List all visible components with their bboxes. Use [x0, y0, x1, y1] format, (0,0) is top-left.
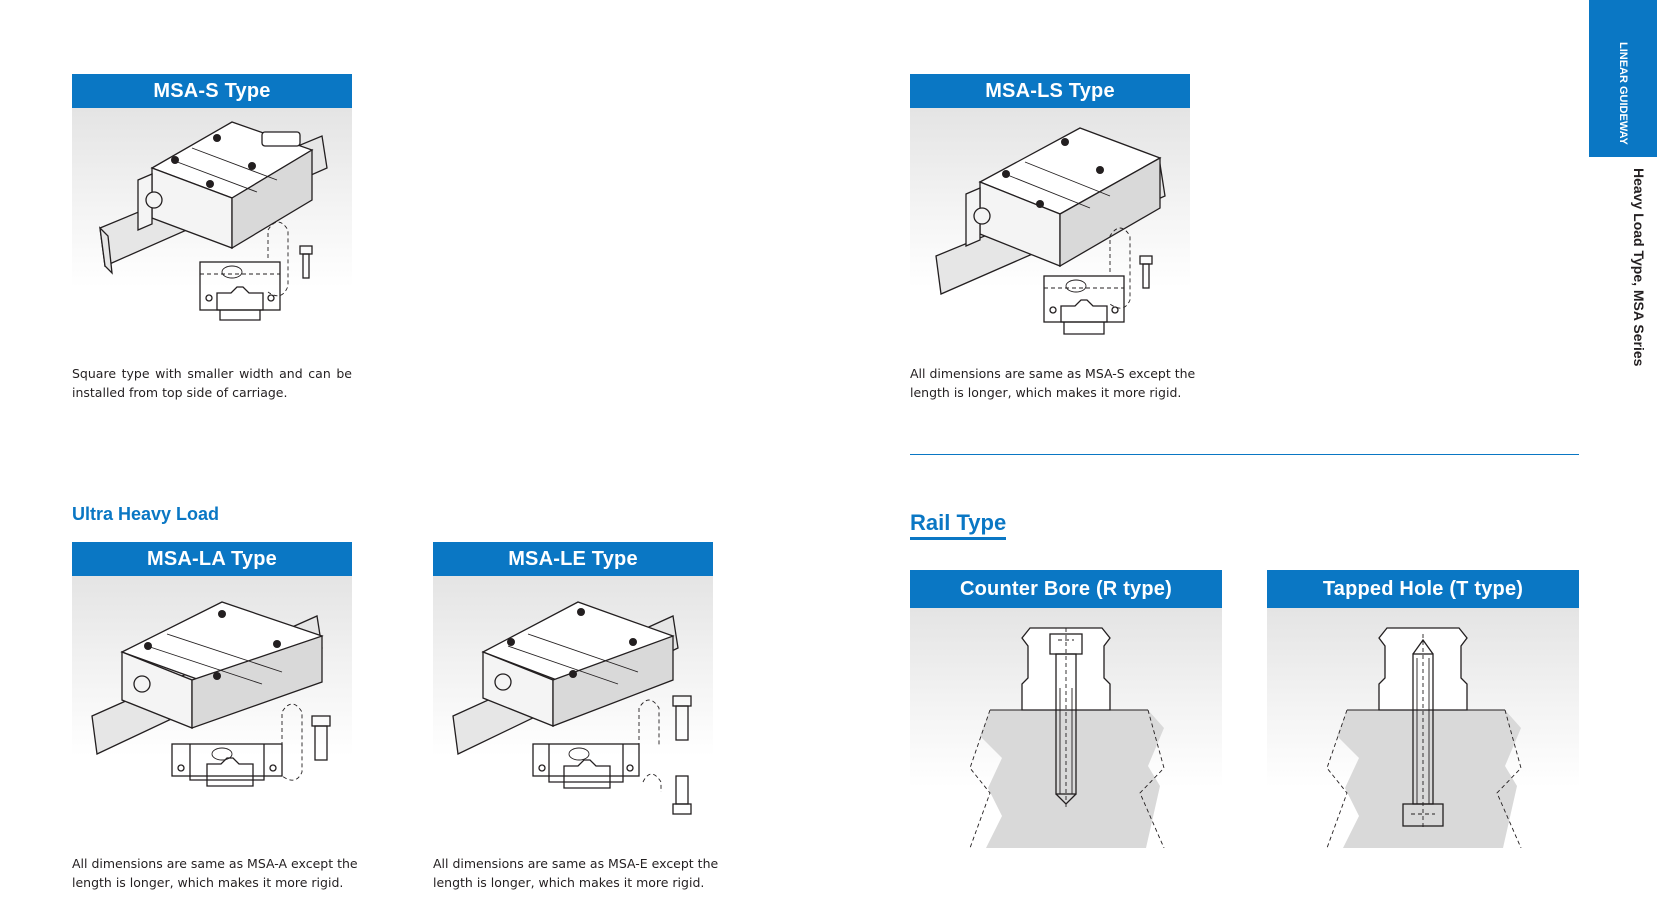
card-title-counter-bore: Counter Bore (R type)	[910, 570, 1222, 608]
rail-illustration-tapped-hole	[1267, 608, 1579, 848]
card-title-msa-le: MSA-LE Type	[433, 542, 713, 576]
card-title-msa-s: MSA-S Type	[72, 74, 352, 108]
side-category-label: LINEAR GUIDEWAY	[1617, 42, 1629, 145]
section-heading-ultra-heavy-load: Ultra Heavy Load	[72, 504, 220, 524]
description-msa-la: All dimensions are same as MSA-A except …	[72, 856, 358, 890]
card-msa-la: MSA-LA Type	[72, 542, 352, 816]
rail-illustration-counter-bore	[910, 608, 1222, 848]
card-msa-s: MSA-S Type	[72, 74, 352, 348]
description-msa-s: Square type with smaller width and can b…	[72, 366, 352, 400]
side-category-tab	[1589, 0, 1657, 157]
carriage-illustration-msa-la	[72, 576, 352, 816]
card-msa-ls: MSA-LS Type	[910, 74, 1190, 348]
side-series-label: Heavy Load Type, MSA Series	[1631, 168, 1647, 367]
carriage-illustration-msa-ls	[910, 108, 1190, 348]
card-title-tapped-hole: Tapped Hole (T type)	[1267, 570, 1579, 608]
card-title-msa-ls: MSA-LS Type	[910, 74, 1190, 108]
section-heading-rail-type: Rail Type	[910, 510, 1007, 540]
description-msa-le: All dimensions are same as MSA-E except …	[433, 856, 719, 890]
card-msa-le: MSA-LE Type	[433, 542, 713, 816]
card-counter-bore: Counter Bore (R type)	[910, 570, 1222, 848]
card-title-msa-la: MSA-LA Type	[72, 542, 352, 576]
section-divider	[910, 454, 1579, 455]
card-tapped-hole: Tapped Hole (T type)	[1267, 570, 1579, 848]
description-msa-ls: All dimensions are same as MSA-S except …	[910, 366, 1196, 400]
carriage-illustration-msa-le	[433, 576, 713, 816]
carriage-illustration-msa-s	[72, 108, 352, 348]
